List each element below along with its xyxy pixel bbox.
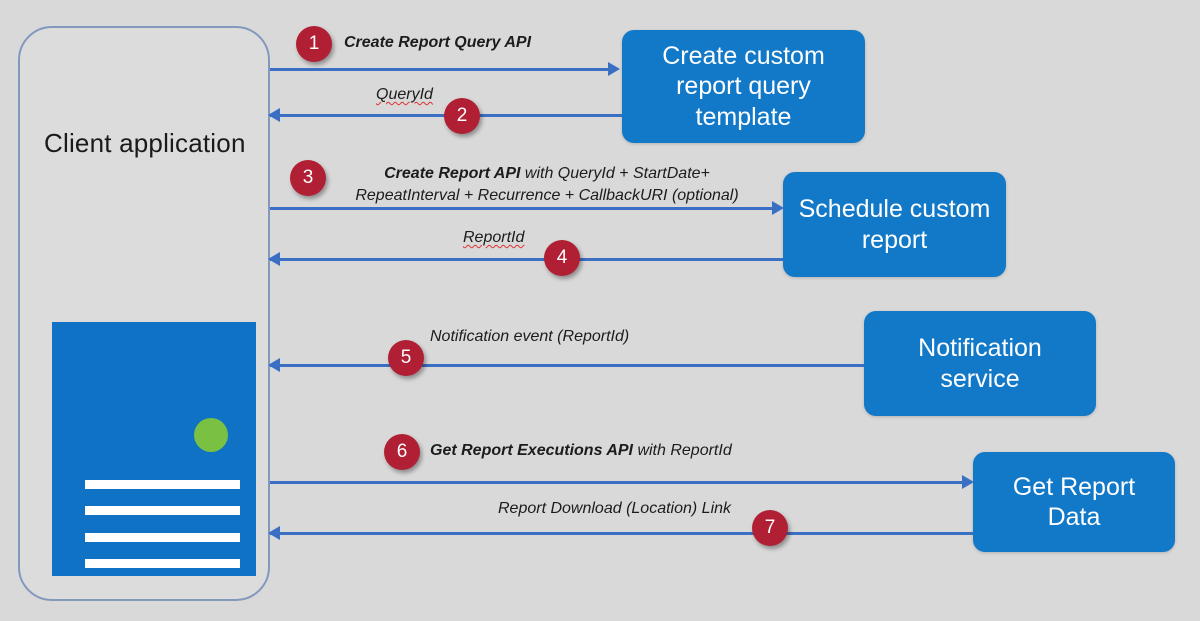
step-label-7: Report Download (Location) Link: [498, 500, 732, 517]
connector-step-5: [270, 364, 864, 367]
step-label-4: ReportId: [463, 229, 525, 246]
step-badge-6: 6: [384, 434, 420, 470]
step-label-6: Get Report Executions API with ReportId: [430, 442, 732, 459]
step-badge-7: 7: [752, 510, 788, 546]
step-label-3: Create Report API with QueryId + StartDa…: [355, 165, 739, 204]
step-label-2: QueryId: [376, 86, 433, 103]
document-text-line: [85, 506, 240, 515]
arrow-head-step-5: [268, 358, 280, 372]
arrow-head-step-4: [268, 252, 280, 266]
connector-step-6: [270, 481, 966, 484]
step-badge-3: 3: [290, 160, 326, 196]
arrow-head-step-6: [962, 475, 974, 489]
document-text-line: [85, 533, 240, 542]
connector-step-7: [270, 532, 973, 535]
connector-step-1: [270, 68, 612, 71]
connector-step-3: [270, 207, 776, 210]
client-application-panel: Client application: [18, 26, 270, 601]
client-application-label: Client application: [44, 128, 246, 158]
step-badge-5: 5: [388, 340, 424, 376]
box-schedule-custom-report[interactable]: Schedule custom report: [783, 172, 1006, 277]
document-text-line: [85, 480, 240, 489]
arrow-head-step-7: [268, 526, 280, 540]
step-label-1: Create Report Query API: [344, 34, 532, 51]
arrow-head-step-1: [608, 62, 620, 76]
box-notification-service[interactable]: Notification service: [864, 311, 1096, 416]
connector-step-4: [270, 258, 783, 261]
green-status-dot-icon: [194, 418, 228, 452]
document-text-line: [85, 559, 240, 568]
arrow-head-step-3: [772, 201, 784, 215]
step-label-5: Notification event (ReportId): [430, 328, 630, 345]
step-badge-4: 4: [544, 240, 580, 276]
document-glyph-icon: [52, 322, 256, 576]
box-get-report-data[interactable]: Get Report Data: [973, 452, 1175, 552]
arrow-head-step-2: [268, 108, 280, 122]
box-create-query-template[interactable]: Create custom report query template: [622, 30, 865, 143]
step-badge-2: 2: [444, 98, 480, 134]
step-badge-1: 1: [296, 26, 332, 62]
